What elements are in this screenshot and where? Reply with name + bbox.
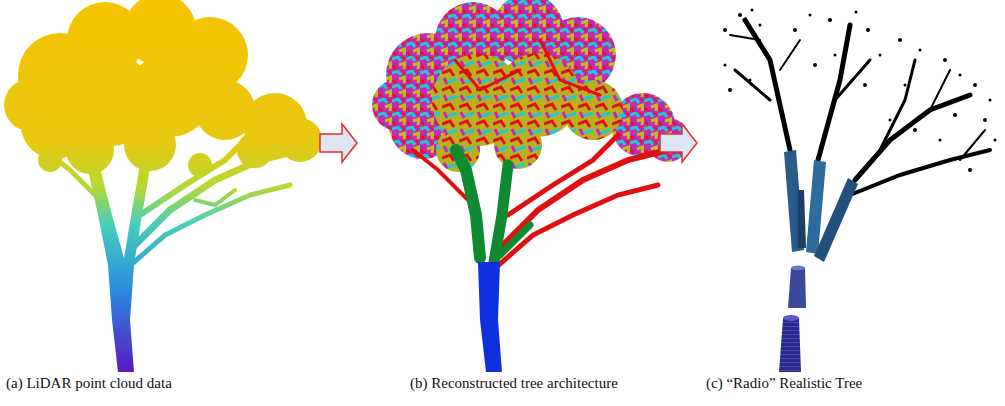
figure-caption: (b) Reconstructed tree architecture (408, 374, 620, 392)
block-arrow (320, 124, 357, 162)
block-arrow (660, 124, 697, 162)
figure-caption: (a) LiDAR point cloud data (4, 374, 174, 392)
figure-caption: (c) “Radio” Realistic Tree (704, 374, 864, 392)
